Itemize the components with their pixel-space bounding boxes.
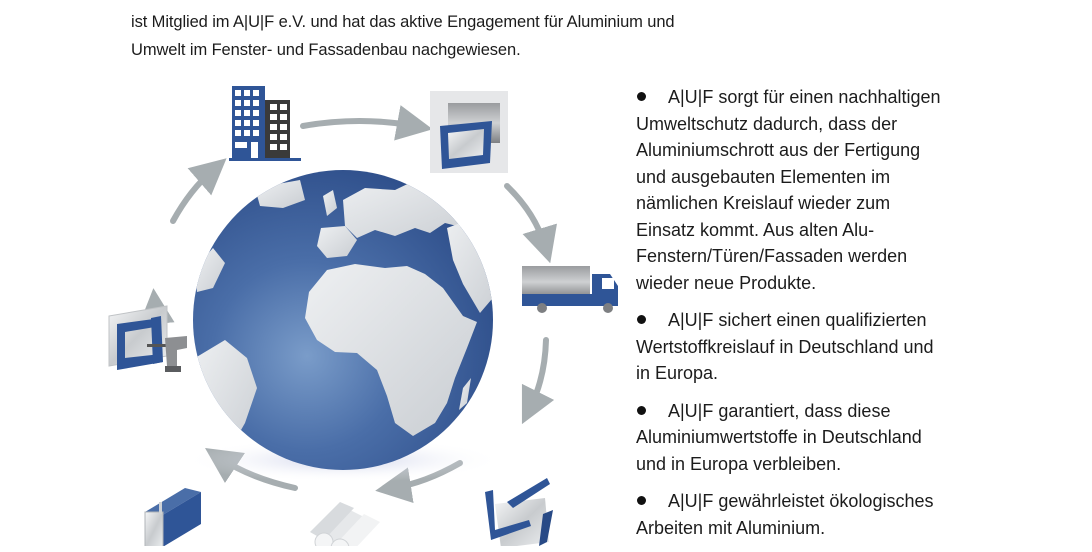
truck-icon (522, 266, 618, 313)
intro-paragraph: ist Mitglied im A|U|F e.V. und hat das a… (131, 8, 811, 64)
benefit-3-line-1: A|U|F garantiert, dass diese (668, 400, 891, 421)
benefit-3-line-3: und in Europa verbleiben. (636, 453, 842, 474)
bullet-icon (637, 315, 646, 325)
window-assembly-drill-icon (108, 305, 187, 372)
benefit-4-line-2: Arbeiten mit Aluminium. (636, 517, 826, 538)
benefit-1-line-4: und ausgebauten Elementen im (636, 166, 891, 187)
globe-icon (193, 170, 493, 470)
arrow-window-to-truck (504, 183, 558, 264)
benefits-list: A|U|F sorgt für einen nachhaltigen Umwel… (636, 84, 1016, 552)
benefit-2-line-3: in Europa. (636, 363, 719, 383)
benefit-item-4: A|U|F gewährleistet ökologisches Arbeite… (636, 488, 1016, 541)
scrap-profiles-icon (485, 478, 553, 546)
benefit-1-line-2: Umweltschutz dadurch, dass der (636, 113, 898, 134)
intro-line-1: ist Mitglied im A|U|F e.V. und hat das a… (131, 13, 675, 31)
building-icon (229, 86, 301, 161)
bullet-icon (637, 92, 646, 102)
arrow-assembly-to-building (170, 158, 227, 224)
benefit-3-line-2: Aluminiumwertstoffe in Deutschland (636, 427, 922, 447)
benefit-1-line-3: Aluminiumschrott aus der Fertigung (636, 140, 921, 160)
benefit-1-line-6: Einsatz kommt. Aus alten Alu- (636, 219, 875, 240)
benefit-item-3: A|U|F garantiert, dass diese Aluminiumwe… (636, 398, 1016, 478)
benefit-1-line-5: nämlichen Kreislauf wieder zum (636, 193, 891, 213)
profile-icon (144, 488, 201, 546)
arrow-truck-to-scrap (521, 337, 555, 425)
bullet-icon (637, 405, 646, 415)
arrow-building-to-window (300, 105, 433, 141)
benefit-4-line-1: A|U|F gewährleistet ökologisches (668, 491, 934, 511)
benefit-item-2: A|U|F sichert einen qualifizierten Werts… (636, 307, 1016, 387)
benefit-1-line-8: wieder neue Produkte. (636, 272, 817, 293)
benefit-item-1: A|U|F sorgt für einen nachhaltigen Umwel… (636, 84, 1016, 296)
aluminium-bars-icon (310, 502, 380, 546)
benefit-1-line-1: A|U|F sorgt für einen nachhaltigen (668, 87, 941, 107)
intro-line-2: Umwelt im Fenster- und Fassadenbau nachg… (131, 41, 521, 59)
aluminium-cycle-diagram (95, 78, 635, 546)
bullet-icon (637, 496, 646, 506)
benefit-2-line-1: A|U|F sichert einen qualifizierten (668, 310, 927, 330)
window-frame-icon (430, 91, 508, 173)
benefit-2-line-2: Wertstoffkreislauf in Deutschland und (636, 336, 934, 357)
benefit-1-line-7: Fenstern/Türen/Fassaden werden (636, 246, 908, 266)
